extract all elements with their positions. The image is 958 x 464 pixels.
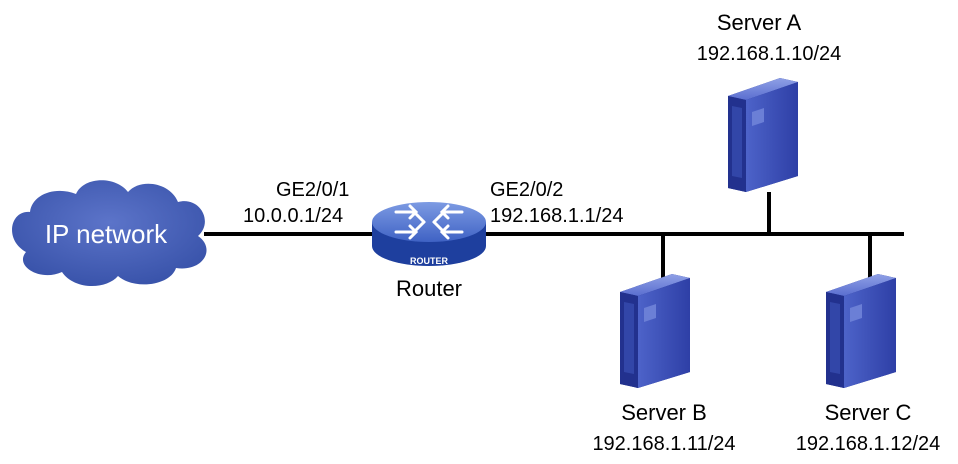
server-c-ip: 192.168.1.12/24: [796, 433, 941, 455]
left-port-name: GE2/0/1: [276, 179, 349, 201]
server-b-name: Server B: [621, 400, 707, 425]
router-icon: [372, 202, 486, 266]
left-port-ip: 10.0.0.1/24: [243, 205, 343, 227]
cloud-label: IP network: [45, 219, 168, 249]
cloud-icon: [12, 180, 207, 287]
server-a-name: Server A: [717, 10, 802, 35]
server-c-icon: [826, 274, 896, 388]
router-name: Router: [396, 276, 462, 301]
right-port-name: GE2/0/2: [490, 179, 563, 201]
right-port-ip: 192.168.1.1/24: [490, 205, 623, 227]
server-c-name: Server C: [825, 400, 912, 425]
server-a-ip: 192.168.1.10/24: [697, 43, 842, 65]
router-badge: ROUTER: [410, 256, 449, 266]
server-b-ip: 192.168.1.11/24: [592, 433, 735, 455]
server-a-icon: [728, 78, 798, 192]
server-b-icon: [620, 274, 690, 388]
